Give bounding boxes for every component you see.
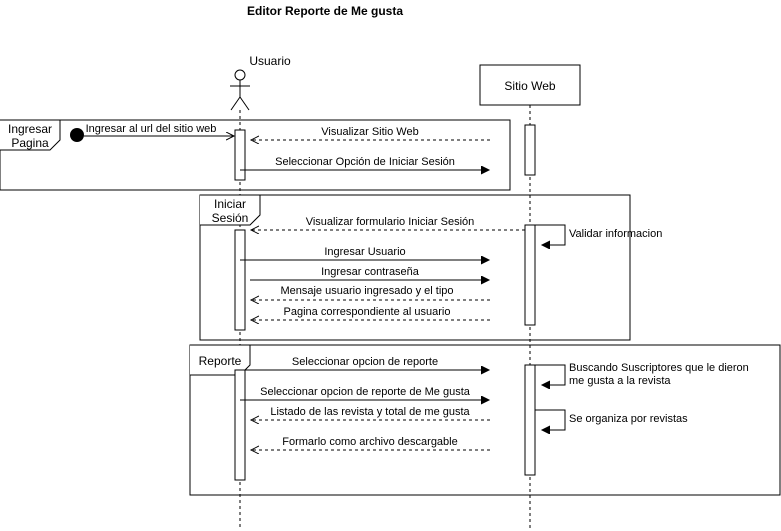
frame-label: Reporte: [199, 354, 242, 368]
message-label: Ingresar contraseña: [321, 266, 420, 278]
actor-stick-figure-icon: [230, 69, 250, 111]
self-message-arrow: [535, 409, 566, 430]
user-activation-bar: [234, 369, 246, 481]
user-activation-bar: [234, 229, 246, 331]
message-label: Visualizar formulario Iniciar Sesión: [306, 216, 475, 228]
frame-ingresar-pagina: Ingresar Pagina: [0, 119, 511, 191]
message-label: Mensaje usuario ingresado y el tipo: [280, 285, 453, 297]
self-message-label: me gusta a la revista: [569, 375, 671, 387]
message-label: Seleccionar Opción de Iniciar Sesión: [275, 156, 455, 168]
self-message-arrow: [535, 224, 566, 245]
system-participant-label: Sitio Web: [504, 79, 555, 93]
diagram-title: Editor Reporte de Me gusta: [247, 4, 403, 18]
message-label: Ingresar al url del sitio web: [86, 123, 217, 135]
message-label: Listado de las revista y total de me gus…: [270, 406, 470, 418]
frame-label: Pagina: [11, 136, 49, 150]
system-activation-bar: [524, 224, 536, 326]
frame-label: Iniciar: [214, 197, 246, 211]
message-label: Seleccionar opcion de reporte: [292, 356, 438, 368]
self-message-label: Buscando Suscriptores que le dieron: [569, 362, 749, 374]
message-label: Visualizar Sitio Web: [321, 126, 418, 138]
self-message-label: Validar informacion: [569, 228, 662, 240]
self-message-arrow: [535, 364, 566, 385]
frame-reporte: Reporte: [189, 344, 781, 496]
frame-iniciar-sesion: Iniciar Sesión: [199, 194, 631, 341]
system-participant-box: [479, 64, 581, 106]
message-label: Pagina correspondiente al usuario: [284, 306, 451, 318]
message-label: Formarlo como archivo descargable: [282, 436, 457, 448]
message-label: Ingresar Usuario: [324, 246, 405, 258]
user-actor-label: Usuario: [249, 54, 291, 68]
system-activation-bar: [524, 364, 536, 476]
system-activation-bar: [524, 124, 536, 176]
start-dot-icon: [70, 128, 84, 142]
frame-label: Sesión: [212, 211, 249, 225]
user-activation-bar: [234, 129, 246, 181]
frame-label: Ingresar: [8, 122, 52, 136]
message-label: Seleccionar opcion de reporte de Me gust…: [260, 386, 471, 398]
self-message-label: Se organiza por revistas: [569, 413, 688, 425]
